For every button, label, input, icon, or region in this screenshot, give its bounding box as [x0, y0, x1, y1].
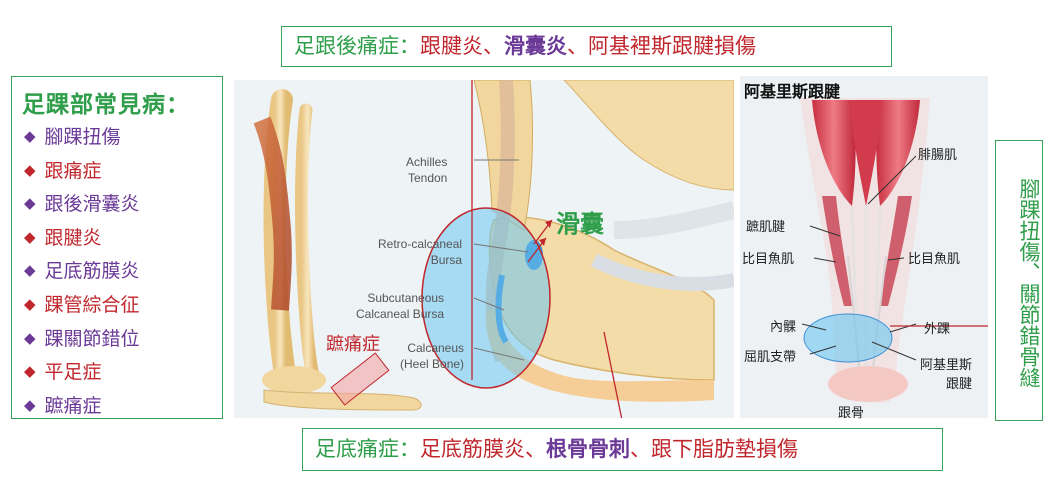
- plantar-heel-pain-part3: 、跟下脂肪墊損傷: [630, 437, 798, 461]
- posterior-heel-pain-part2: 滑囊炎: [504, 33, 567, 58]
- diamond-bullet-icon: ◆: [24, 160, 36, 179]
- ankle-sprain-box: 腳踝扭傷、關節錯骨縫: [995, 140, 1043, 421]
- diamond-bullet-icon: ◆: [24, 362, 36, 381]
- diamond-bullet-icon: ◆: [24, 328, 36, 347]
- posterior-heel-pain-part1: 跟腱炎、: [420, 34, 504, 58]
- condition-item: ◆ 平足症: [24, 355, 140, 389]
- condition-label: 蹠痛症: [44, 394, 102, 417]
- condition-label: 踝管綜合征: [44, 293, 140, 316]
- flexor-retinaculum-label: 屈肌支帶: [744, 350, 797, 365]
- bursa-label: 滑囊: [556, 209, 604, 238]
- posterior-heel-pain-prefix: 足跟後痛症：: [294, 34, 420, 58]
- achilles-tendon-zh-label: 阿基里斯跟腱: [920, 358, 973, 392]
- heel-anatomy-drawing: [253, 70, 737, 421]
- lateral-malleolus-label: 外踝: [924, 322, 951, 337]
- posterior-heel-pain-part3: 、阿基裡斯跟腱損傷: [567, 34, 756, 58]
- achilles-anatomy-illustration: 阿基里斯跟腱 腓腸肌 蹠肌腱 比目魚肌 比目魚肌 內髁 外踝 屈肌支帶 阿基里斯…: [740, 76, 990, 421]
- diamond-bullet-icon: ◆: [24, 294, 36, 313]
- condition-label: 足底筋膜炎: [44, 260, 140, 283]
- medial-malleolus-label: 內髁: [770, 320, 797, 335]
- condition-label: 跟腱炎: [44, 226, 102, 249]
- common-conditions-title: 足踝部常見病：: [22, 91, 190, 118]
- calf-muscle-drawing: [800, 98, 990, 403]
- soleus-right-label: 比目魚肌: [908, 252, 961, 267]
- calcaneus-label: Calcaneus(Heel Bone): [400, 341, 465, 371]
- diamond-bullet-icon: ◆: [24, 227, 36, 246]
- metatarsalgia-label: 蹠痛症: [326, 334, 380, 355]
- condition-item: ◆ 跟後滑囊炎: [24, 187, 140, 221]
- condition-label: 跟後滑囊炎: [44, 193, 140, 216]
- calcaneus-zh-label: 跟骨: [838, 406, 865, 421]
- condition-item: ◆ 足底筋膜炎: [24, 254, 140, 288]
- condition-item: ◆ 跟痛症: [24, 154, 140, 188]
- common-conditions-list: ◆ 腳踝扭傷 ◆ 跟痛症 ◆ 跟後滑囊炎 ◆ 跟腱炎 ◆ 足底筋膜炎 ◆ 踝管綜合征 ◆ 踝關節錯位 ◆ 平足…: [24, 120, 140, 422]
- condition-item: ◆ 跟腱炎: [24, 221, 140, 255]
- condition-item: ◆ 踝管綜合征: [24, 288, 140, 322]
- condition-item: ◆ 蹠痛症: [24, 389, 140, 423]
- condition-item: ◆ 腳踝扭傷: [24, 120, 140, 154]
- soleus-left-label: 比目魚肌: [742, 252, 795, 267]
- plantar-heel-pain-part1: 足底筋膜炎、: [420, 437, 546, 461]
- plantar-heel-pain-part2: 根骨骨刺: [546, 436, 630, 461]
- plantaris-label: 蹠肌腱: [746, 220, 786, 235]
- gastrocnemius-label: 腓腸肌: [918, 148, 958, 163]
- plantar-heel-pain-box: 足底痛症：足底筋膜炎、根骨骨刺、跟下脂肪墊損傷: [302, 428, 943, 471]
- condition-label: 平足症: [44, 361, 102, 384]
- condition-item: ◆ 踝關節錯位: [24, 322, 140, 356]
- condition-label: 踝關節錯位: [44, 327, 140, 350]
- achilles-panel-title: 阿基里斯跟腱: [744, 82, 841, 101]
- condition-label: 跟痛症: [44, 159, 102, 182]
- diamond-bullet-icon: ◆: [24, 261, 36, 280]
- diamond-bullet-icon: ◆: [24, 194, 36, 213]
- diamond-bullet-icon: ◆: [24, 395, 36, 414]
- posterior-heel-pain-box: 足跟後痛症：跟腱炎、滑囊炎、阿基裡斯跟腱損傷: [281, 26, 892, 67]
- plantar-heel-pain-prefix: 足底痛症：: [315, 437, 420, 461]
- common-conditions-panel: 足踝部常見病： ◆腳踝扭傷◆跟痛症◆跟後滑囊炎◆跟腱炎◆足底筋膜炎◆踝管綜合征◆…: [11, 76, 223, 419]
- diamond-bullet-icon: ◆: [24, 127, 36, 145]
- condition-label: 腳踝扭傷: [44, 126, 121, 148]
